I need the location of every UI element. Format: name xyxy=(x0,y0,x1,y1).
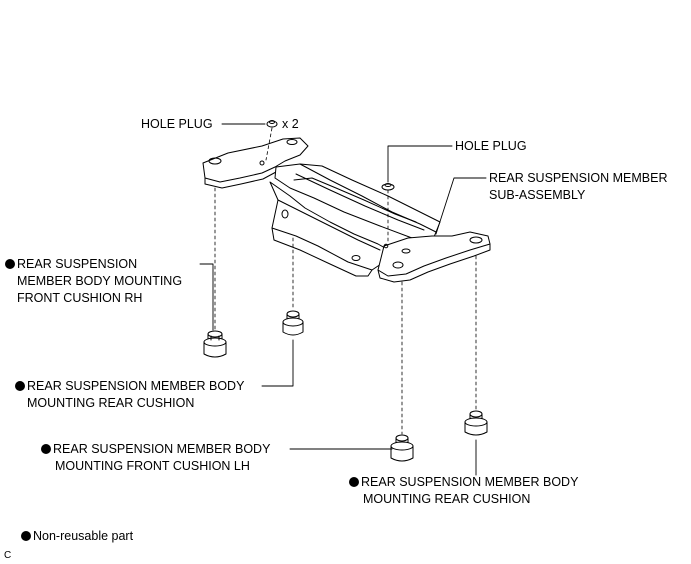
front-lh-label-line1: REAR SUSPENSION MEMBER BODY xyxy=(41,441,270,457)
member-label-line1: REAR SUSPENSION MEMBER xyxy=(489,171,668,185)
front-rh-label-line2: MEMBER BODY MOUNTING xyxy=(17,274,183,288)
cushion-front-lh-drawing xyxy=(390,434,414,462)
alignment-lines xyxy=(214,127,477,435)
figure-code: C xyxy=(4,550,12,561)
hole-plug-top-drawing xyxy=(266,120,278,128)
non-reusable-dot-icon xyxy=(41,444,51,454)
rear-left-label-text1: REAR SUSPENSION MEMBER BODY xyxy=(27,379,245,393)
front-rh-label-line3: FRONT CUSHION RH xyxy=(17,291,143,305)
legend-non-reusable: Non-reusable part xyxy=(21,528,133,544)
hole-plug-mid-label: HOLE PLUG xyxy=(455,139,527,153)
cushion-rear-left-drawing xyxy=(282,310,304,336)
non-reusable-dot-icon xyxy=(21,531,31,541)
front-lh-label-text1: REAR SUSPENSION MEMBER BODY xyxy=(53,442,271,456)
member-label-line2: SUB-ASSEMBLY xyxy=(489,188,586,202)
non-reusable-dot-icon xyxy=(349,477,359,487)
rear-right-label-line1: REAR SUSPENSION MEMBER BODY xyxy=(349,474,578,490)
cushion-rear-right-drawing xyxy=(464,410,488,436)
hole-plug-quantity: x 2 xyxy=(282,117,299,131)
non-reusable-dot-icon xyxy=(5,259,15,269)
rear-left-label-line1: REAR SUSPENSION MEMBER BODY xyxy=(15,378,244,394)
leader-lines xyxy=(199,123,487,476)
front-lh-label-line2: MOUNTING FRONT CUSHION LH xyxy=(55,459,250,473)
rear-left-label-line2: MOUNTING REAR CUSHION xyxy=(27,396,195,410)
non-reusable-dot-icon xyxy=(15,381,25,391)
front-rh-label-line1: REAR SUSPENSION xyxy=(5,256,137,272)
hole-plug-mid-drawing xyxy=(381,183,395,191)
front-rh-label-text1: REAR SUSPENSION xyxy=(17,257,138,271)
rear-right-label-line2: MOUNTING REAR CUSHION xyxy=(363,492,531,506)
rear-right-label-text1: REAR SUSPENSION MEMBER BODY xyxy=(361,475,579,489)
legend-non-reusable-text: Non-reusable part xyxy=(33,529,134,543)
suspension-member-drawing xyxy=(202,137,491,283)
hole-plug-top-label: HOLE PLUG xyxy=(141,117,213,131)
cushion-front-rh-drawing xyxy=(203,330,227,358)
